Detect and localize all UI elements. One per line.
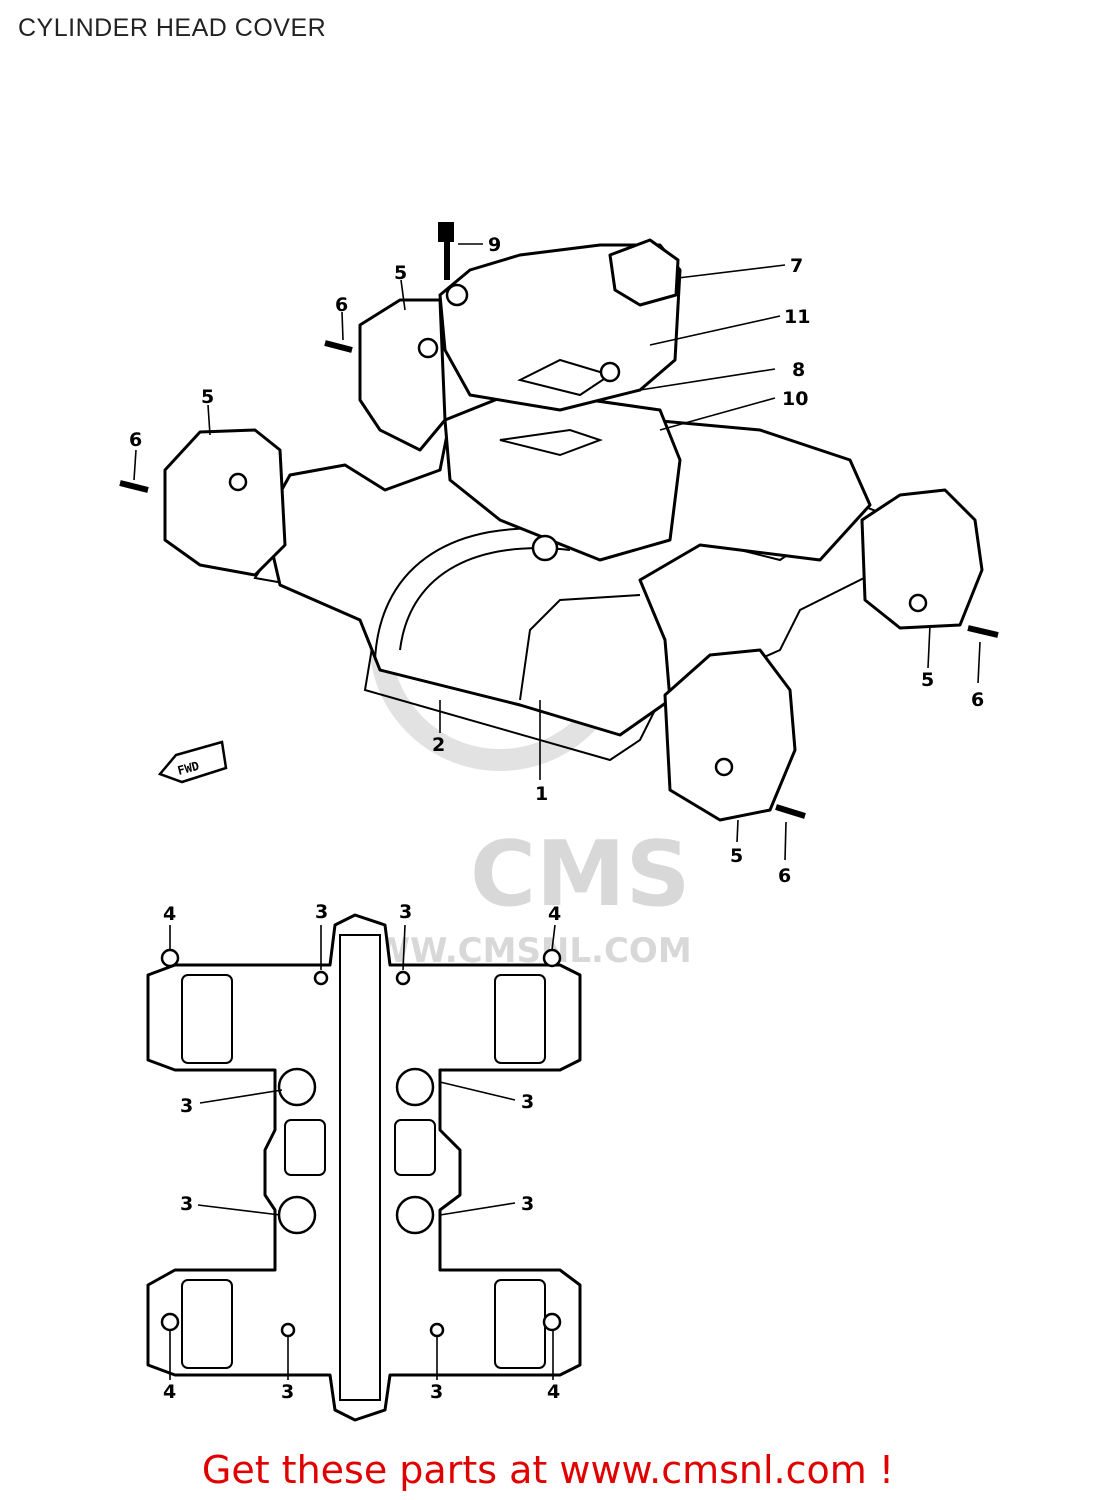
callout-5: 5 — [730, 845, 743, 867]
callout-3: 3 — [430, 1381, 443, 1403]
callout-4: 4 — [547, 1381, 560, 1403]
callout-3: 3 — [180, 1095, 193, 1117]
svg-text:FWD: FWD — [176, 759, 201, 778]
callout-3: 3 — [399, 901, 412, 923]
cap-rear-left — [358, 298, 447, 452]
callout-2: 2 — [432, 734, 445, 756]
callout-6: 6 — [971, 689, 984, 711]
callout-4: 4 — [163, 1381, 176, 1403]
callout-3: 3 — [521, 1193, 534, 1215]
callouts-top: 9 7 11 8 10 5 6 5 6 5 6 5 6 2 1 — [129, 234, 984, 887]
cap-front-right — [663, 648, 797, 822]
watermark-brand: CMS — [470, 822, 690, 927]
callout-1: 1 — [535, 783, 548, 805]
page-title: CYLINDER HEAD COVER — [18, 14, 327, 42]
callout-4: 4 — [163, 903, 176, 925]
callout-6: 6 — [129, 429, 142, 451]
callout-3: 3 — [521, 1091, 534, 1113]
callout-6: 6 — [335, 294, 348, 316]
cap-front-left — [163, 428, 287, 577]
callout-6: 6 — [778, 865, 791, 887]
callout-9: 9 — [488, 234, 501, 256]
callout-3: 3 — [281, 1381, 294, 1403]
callout-3: 3 — [180, 1193, 193, 1215]
fwd-arrow: FWD — [157, 740, 228, 784]
callout-10: 10 — [782, 388, 808, 410]
cap-rear-right — [860, 488, 984, 630]
callout-4: 4 — [548, 903, 561, 925]
footer-link[interactable]: Get these parts at www.cmsnl.com ! — [201, 1448, 895, 1492]
callout-3: 3 — [315, 901, 328, 923]
callouts-bottom: 4 3 3 4 3 3 3 3 4 3 3 4 — [163, 901, 561, 1403]
callout-5: 5 — [394, 262, 407, 284]
leader-lines — [133, 243, 981, 1380]
callout-8: 8 — [792, 359, 805, 381]
gasket-plan — [146, 913, 582, 1422]
cover-body — [263, 393, 872, 737]
callout-11: 11 — [784, 306, 810, 328]
callout-5: 5 — [921, 669, 934, 691]
callout-5: 5 — [201, 386, 214, 408]
screw-6 — [119, 340, 999, 819]
cover-assembly: FWD — [119, 222, 999, 822]
callout-7: 7 — [790, 255, 803, 277]
